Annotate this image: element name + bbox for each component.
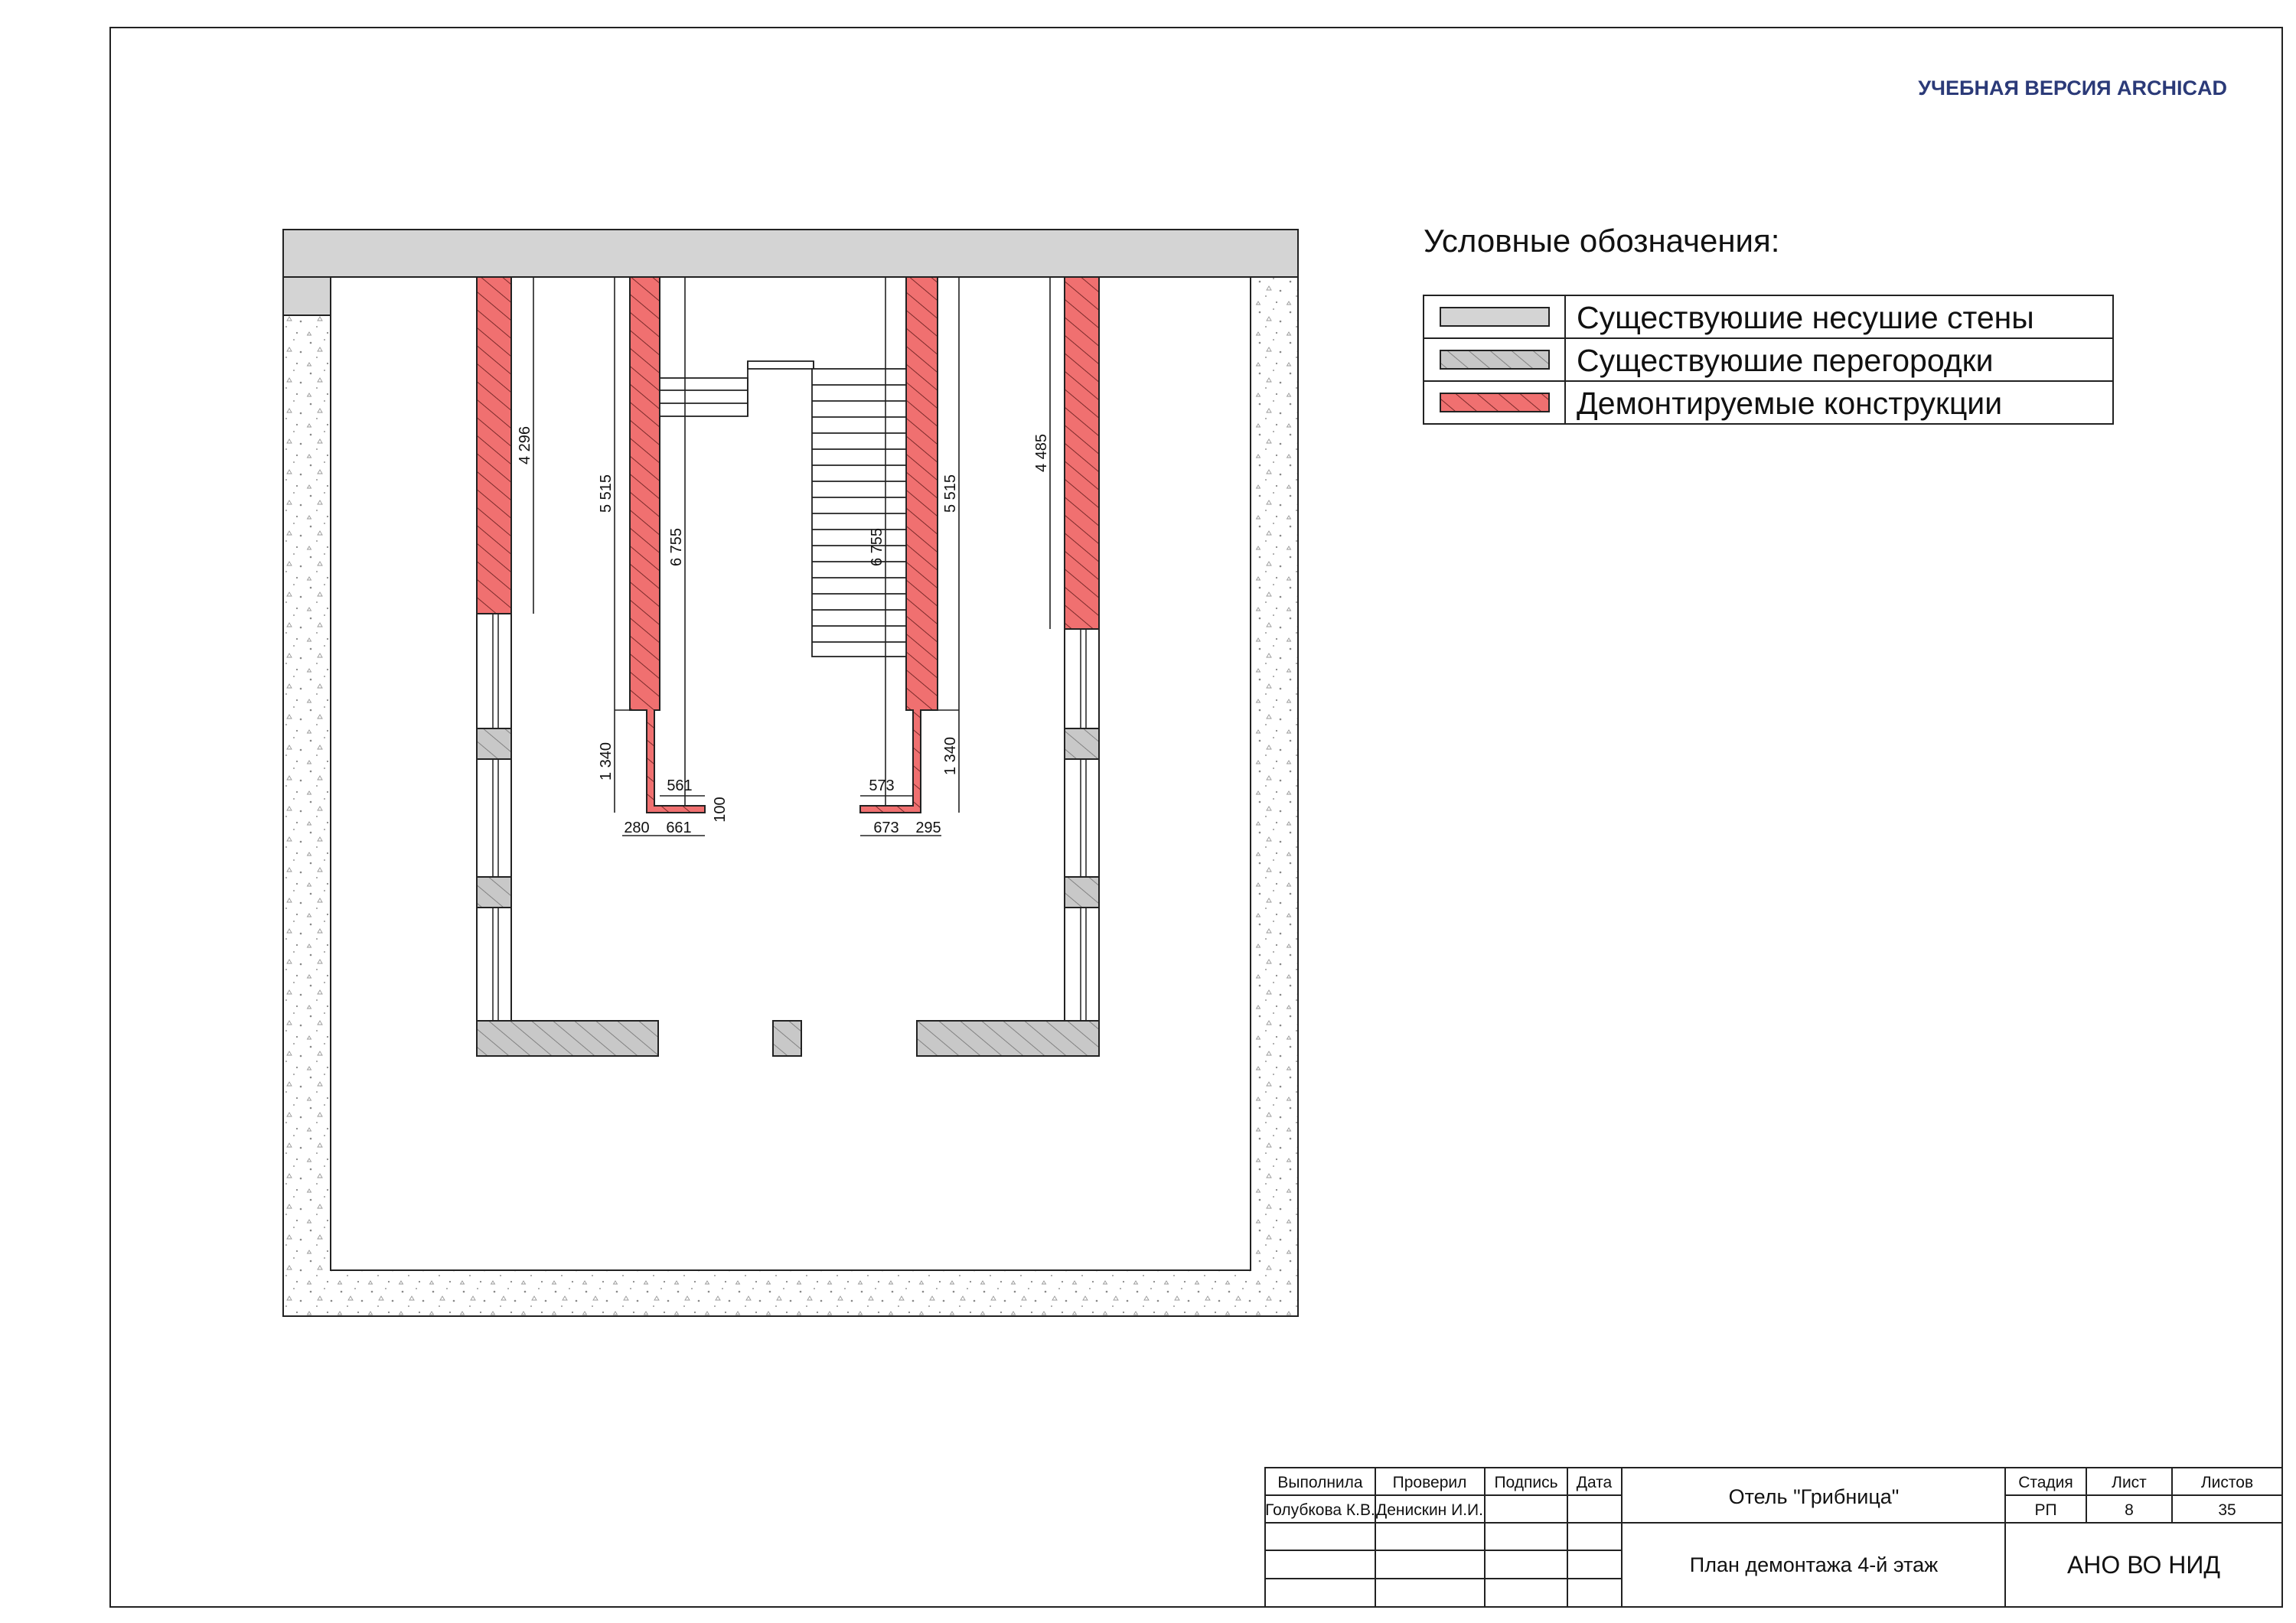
- tb-header-date: Дата: [1577, 1474, 1613, 1491]
- bearing-wall-top-left-return: [282, 276, 331, 316]
- bearing-wall-top: [282, 229, 1299, 278]
- dim-5515-right: 5 515: [942, 474, 959, 513]
- partition-pier-right-2: [1064, 876, 1100, 908]
- tb-stage-value: РП: [2034, 1501, 2056, 1519]
- partition-bottom-left: [476, 1020, 659, 1057]
- dim-561: 561: [667, 777, 692, 794]
- dim-100: 100: [712, 797, 729, 822]
- watermark-text: УЧЕБНАЯ ВЕРСИЯ ARCHICAD: [1918, 77, 2227, 99]
- tb-header-signature: Подпись: [1494, 1474, 1557, 1491]
- dimension-labels: 4 296 5 515 6 755 6 755 5 515 4 485 1 34…: [517, 426, 1050, 836]
- dimension-lines: [533, 277, 1051, 836]
- legend-swatch-bearing-wall: [1440, 307, 1550, 327]
- dim-295: 295: [915, 820, 941, 836]
- title-block: Выполнила Проверил Подпись Дата Голубков…: [1264, 1467, 2283, 1608]
- tb-header-sheets: Листов: [2201, 1474, 2253, 1491]
- tb-header-performed: Выполнила: [1277, 1474, 1363, 1491]
- dim-1340-left: 1 340: [598, 742, 615, 781]
- dim-5515-left: 5 515: [598, 474, 615, 513]
- tb-performed-by: Голубкова К.В.: [1265, 1501, 1375, 1519]
- window-strip-left: [476, 613, 512, 1022]
- dim-4296: 4 296: [517, 426, 533, 464]
- dim-573: 573: [869, 777, 894, 794]
- tb-sheets-value: 35: [2218, 1501, 2236, 1519]
- dim-673: 673: [873, 820, 899, 836]
- partition-column-center: [772, 1020, 802, 1057]
- tb-sheet-value: 8: [2125, 1501, 2134, 1519]
- sheet-frame: [109, 27, 2283, 1608]
- partition-pier-left-1: [476, 728, 512, 760]
- demolished-wall-right: [1064, 276, 1100, 630]
- legend: Условные обозначения: Существуюшие несуш…: [1423, 223, 2114, 425]
- legend-label-partition: Существуюшие перегородки: [1577, 343, 1994, 378]
- dim-6755-left: 6 755: [668, 528, 685, 566]
- legend-swatch-demolished: [1440, 393, 1550, 412]
- floor-plan: 4 296 5 515 6 755 6 755 5 515 4 485 1 34…: [282, 229, 1299, 1317]
- demolished-wall-left: [476, 276, 512, 614]
- window-strip-right: [1064, 628, 1100, 1022]
- partition-bottom-right: [916, 1020, 1100, 1057]
- tb-checked-by: Денискин И.И.: [1376, 1501, 1483, 1519]
- legend-label-demolished: Демонтируемые конструкции: [1577, 386, 2002, 421]
- dim-280: 280: [624, 820, 649, 836]
- interior-floor: [330, 276, 1251, 1271]
- legend-swatch-partition: [1440, 350, 1550, 370]
- tb-header-stage: Стадия: [2018, 1474, 2073, 1491]
- dim-1340-right: 1 340: [942, 737, 959, 775]
- demolished-wall-center-right: [859, 276, 938, 813]
- tb-drawing-name: План демонтажа 4-й этаж: [1690, 1553, 1938, 1576]
- staircase: [659, 360, 907, 657]
- tb-project-name: Отель "Грибница": [1729, 1485, 1900, 1508]
- partition-pier-right-1: [1064, 728, 1100, 760]
- legend-title: Условные обозначения:: [1424, 223, 1779, 259]
- tb-header-checked: Проверил: [1393, 1474, 1467, 1491]
- dim-4485: 4 485: [1033, 434, 1050, 472]
- tb-header-sheet: Лист: [2112, 1474, 2147, 1491]
- legend-label-bearing-wall: Существуюшие несушие стены: [1577, 300, 2034, 335]
- dim-6755-right: 6 755: [869, 528, 885, 566]
- tb-organization: АНО ВО НИД: [2067, 1551, 2220, 1579]
- dim-661: 661: [666, 820, 691, 836]
- partition-pier-left-2: [476, 876, 512, 908]
